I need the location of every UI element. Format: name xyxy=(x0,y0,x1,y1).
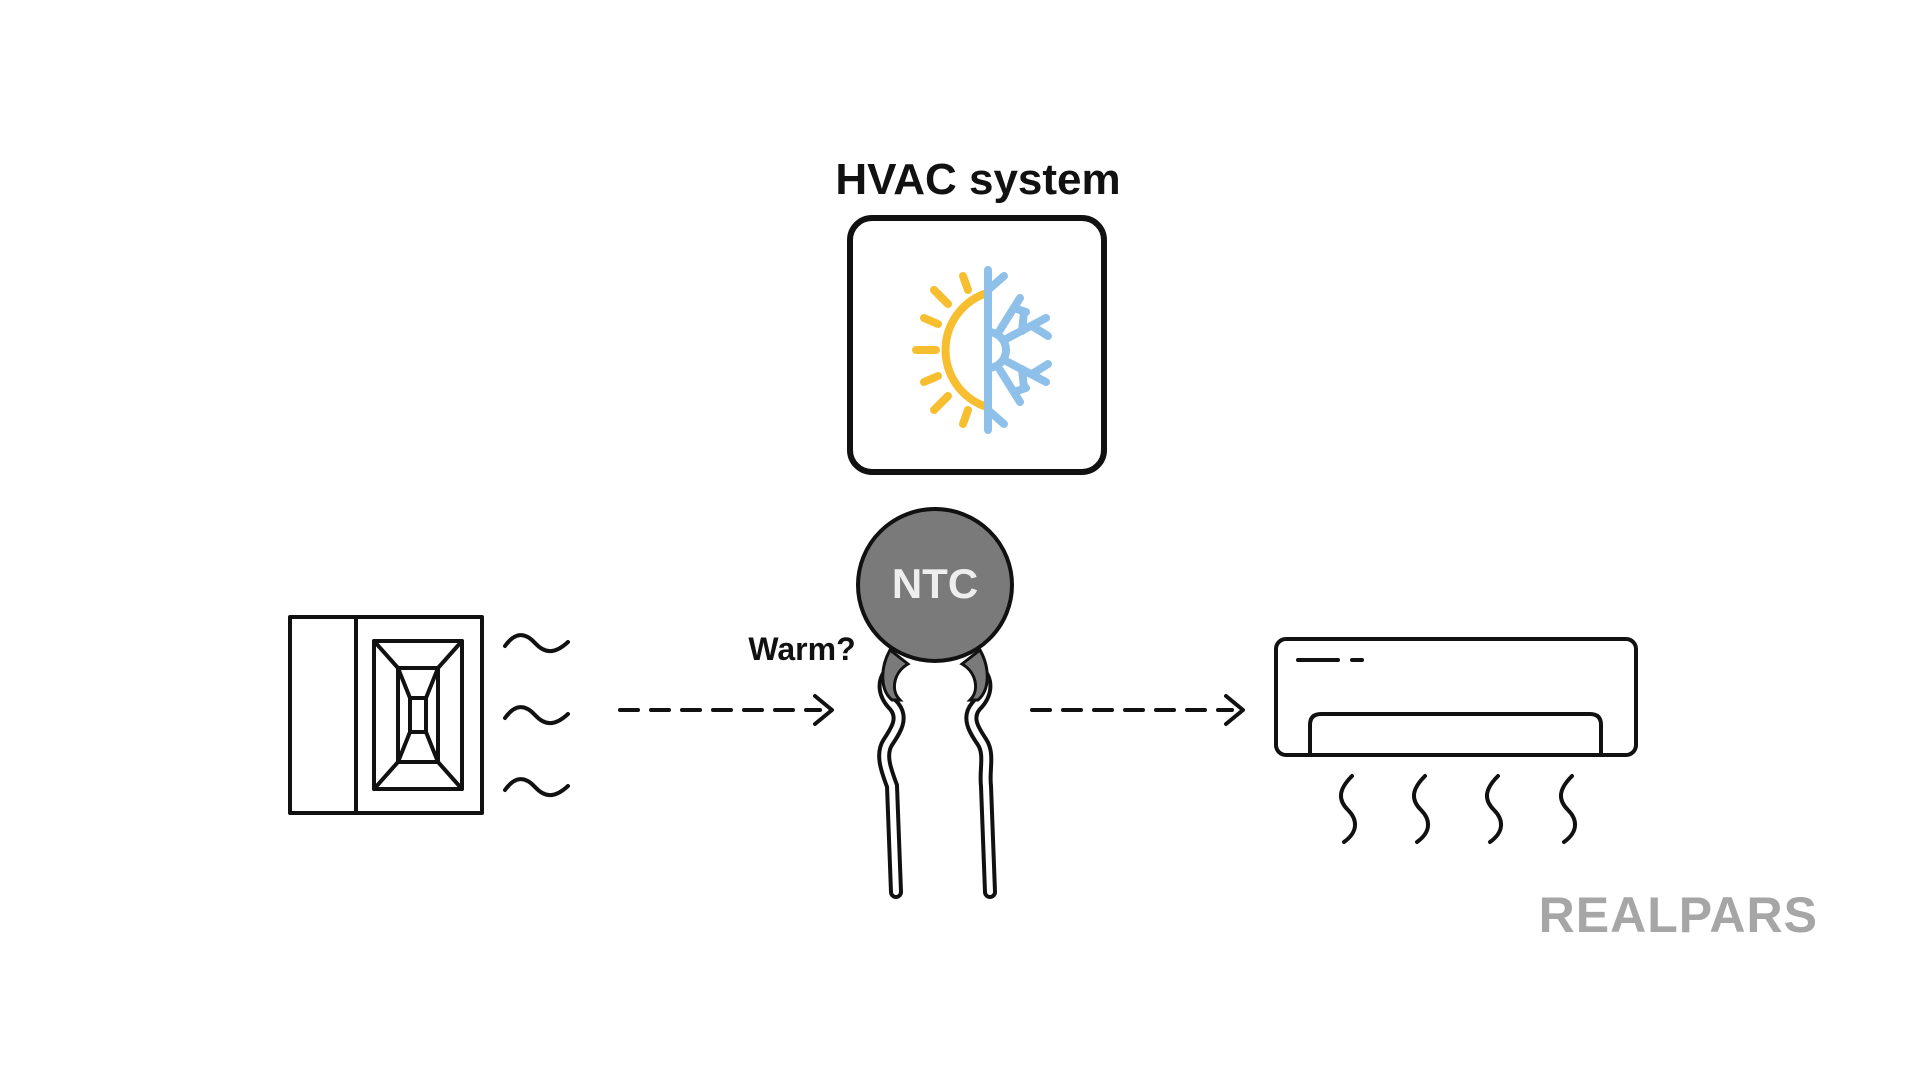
diagram-title: HVAC system xyxy=(835,155,1120,204)
ntc-thermistor-icon: NTC xyxy=(856,507,1014,899)
ntc-label: NTC xyxy=(892,560,978,607)
air-conditioner-icon xyxy=(1274,637,1638,757)
hvac-system-box xyxy=(847,215,1107,475)
warm-question-label: Warm? xyxy=(748,631,855,667)
airflow-waves-icon xyxy=(1339,774,1577,844)
outdoor-unit-icon xyxy=(288,615,484,815)
heat-waves-icon xyxy=(503,633,570,798)
realpars-logo: REALPARS xyxy=(1539,887,1818,943)
dashed-arrow-icon xyxy=(1030,694,1245,726)
dashed-arrow-icon xyxy=(618,694,834,726)
sun-snowflake-icon xyxy=(912,266,1052,434)
